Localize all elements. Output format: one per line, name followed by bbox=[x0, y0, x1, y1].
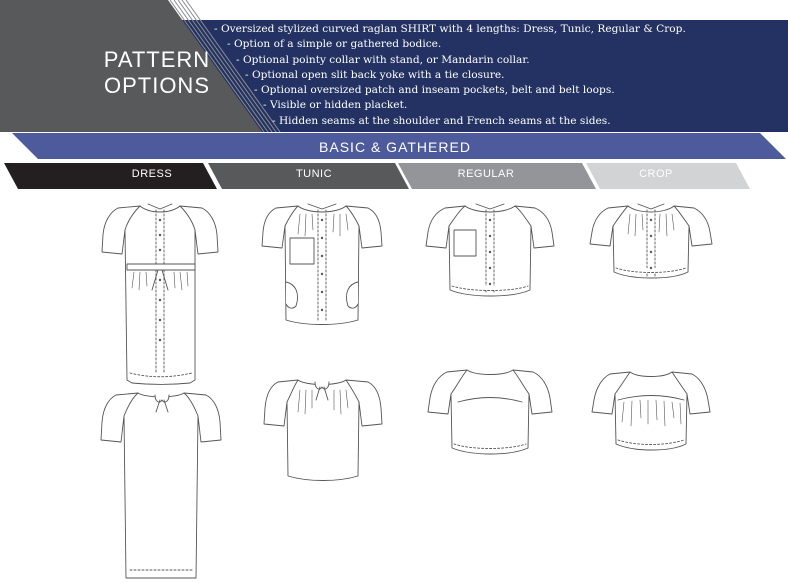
dress-back-illustration bbox=[100, 392, 222, 579]
tunic-back-illustration bbox=[263, 379, 383, 481]
crop-back-illustration bbox=[591, 371, 711, 451]
crop-front-illustration bbox=[589, 203, 713, 279]
tab-dress[interactable] bbox=[4, 163, 217, 189]
feature-item: - Hidden seams at the shoulder and Frenc… bbox=[272, 114, 611, 127]
section-band bbox=[12, 133, 786, 159]
tab-crop[interactable] bbox=[586, 163, 750, 189]
title-line-2: OPTIONS bbox=[103, 73, 210, 98]
length-tabs bbox=[4, 163, 750, 189]
feature-item: - Visible or hidden placket. bbox=[263, 99, 408, 112]
tab-tunic-label: TUNIC bbox=[295, 168, 333, 180]
header-banner bbox=[0, 0, 788, 133]
feature-item: - Optional oversized patch and inseam po… bbox=[254, 84, 615, 97]
regular-front-illustration bbox=[425, 203, 555, 297]
regular-back-illustration bbox=[427, 369, 553, 455]
title-panel bbox=[0, 0, 262, 132]
tab-dress-label: DRESS bbox=[131, 168, 173, 180]
tab-regular-label: REGULAR bbox=[457, 168, 515, 180]
tab-crop-label: CROP bbox=[639, 168, 673, 180]
feature-item: - Optional pointy collar with stand, or … bbox=[236, 53, 530, 66]
diagonal-hatch bbox=[169, 0, 281, 133]
section-label: BASIC & GATHERED bbox=[319, 139, 471, 155]
dress-front-illustration bbox=[101, 203, 219, 385]
tab-regular[interactable] bbox=[398, 163, 596, 189]
feature-item: - Oversized stylized curved raglan SHIRT… bbox=[214, 23, 686, 35]
tab-tunic[interactable] bbox=[208, 163, 409, 189]
feature-item: - Option of a simple or gathered bodice. bbox=[227, 38, 442, 51]
garment-illustrations bbox=[100, 203, 713, 579]
page-title: PATTERN OPTIONS bbox=[62, 47, 252, 99]
feature-item: - Optional open slit back yoke with a ti… bbox=[245, 68, 505, 81]
tunic-front-illustration bbox=[261, 203, 383, 325]
title-line-1: PATTERN bbox=[103, 47, 211, 72]
feature-list: - Oversized stylized curved raglan SHIRT… bbox=[214, 22, 686, 129]
